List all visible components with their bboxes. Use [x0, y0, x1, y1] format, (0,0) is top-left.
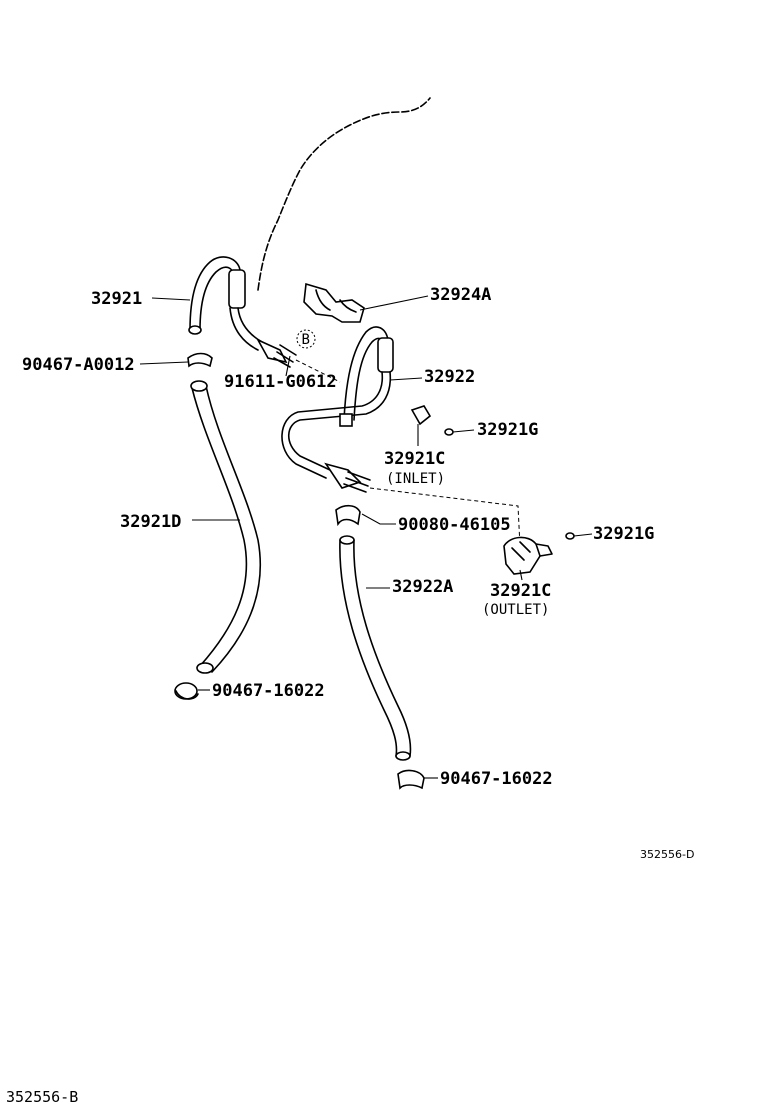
fitting-32921c-inlet — [410, 405, 432, 426]
label-32922: 32922 — [424, 367, 475, 387]
label-outlet-note: (OUTLET) — [482, 602, 549, 618]
label-32921c-inlet: 32921C — [384, 449, 445, 469]
leader-90080 — [361, 513, 396, 525]
label-32921c-outlet: 32921C — [490, 581, 551, 601]
label-32921g-a: 32921G — [477, 420, 538, 440]
figure-code: 352556-D — [640, 848, 694, 861]
ref-b-label: B — [302, 332, 310, 348]
hose-32921 — [188, 256, 263, 351]
leader-32924a — [359, 295, 429, 311]
clamp-90467-16022-b — [397, 769, 425, 790]
pipe-32922 — [281, 326, 394, 493]
label-32921g-b: 32921G — [593, 524, 654, 544]
bracket-32924a — [303, 282, 365, 323]
label-90467-16022-a: 90467-16022 — [212, 681, 325, 701]
dashed-guide-1 — [295, 359, 341, 383]
o-ring-32921g-a — [444, 428, 454, 436]
label-32924a: 32924A — [430, 285, 491, 305]
engine-outline — [257, 97, 431, 291]
label-32921d: 32921D — [120, 512, 181, 532]
page-code: 352556-B — [6, 1088, 78, 1106]
clamp-90467-16022-a — [174, 682, 199, 700]
dashed-guide-2 — [369, 487, 521, 547]
label-inlet-note: (INLET) — [386, 471, 445, 487]
leader-32921g-b — [573, 533, 593, 537]
union-bolt-91611 — [256, 338, 297, 368]
label-91611-g0612: 91611-G0612 — [224, 372, 337, 392]
label-90080-46105: 90080-46105 — [398, 515, 511, 535]
o-ring-32921g-b — [565, 532, 575, 540]
leader-32921 — [151, 297, 191, 301]
clamp-90467-a0012 — [187, 352, 213, 368]
label-32921: 32921 — [91, 289, 142, 309]
leader-91611 — [285, 355, 291, 377]
label-90467-a0012: 90467-A0012 — [22, 355, 135, 375]
label-32922a: 32922A — [392, 577, 453, 597]
hose-32921d — [190, 380, 262, 674]
leader-90467-a0012 — [139, 361, 189, 365]
hose-32922a — [339, 535, 412, 761]
fitting-32921c-outlet — [503, 536, 553, 575]
clamp-90080-46105 — [335, 504, 361, 527]
leader-32922 — [389, 377, 423, 381]
reference-b-marker: B — [296, 329, 316, 349]
label-90467-16022-b: 90467-16022 — [440, 769, 553, 789]
leader-32921c-outlet — [519, 569, 523, 581]
leader-32921g-a — [452, 429, 475, 433]
